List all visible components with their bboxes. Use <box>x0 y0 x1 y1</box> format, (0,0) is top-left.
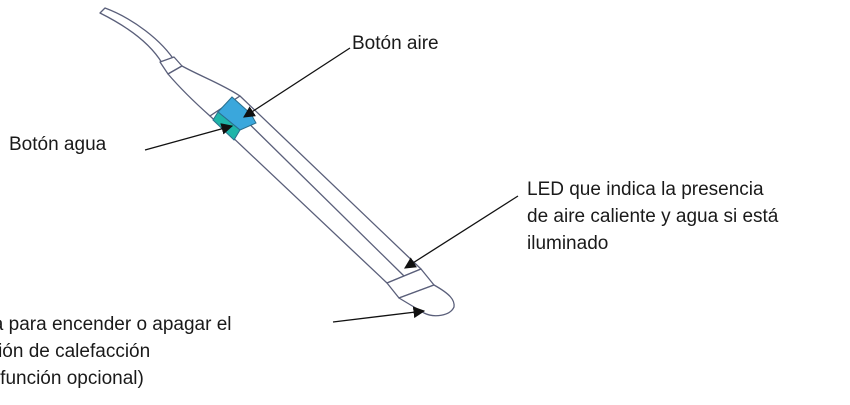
syringe-handpiece <box>99 7 455 317</box>
air-button-label: Botón aire <box>352 33 439 54</box>
air-button-arrow <box>243 47 351 118</box>
led-label: LED que indica la presencia de aire cali… <box>527 176 778 257</box>
water-button-arrow <box>144 123 234 151</box>
led-arrow <box>404 195 519 269</box>
switch-label-line: nción de calefacción <box>0 341 151 362</box>
led-label-line: de aire caliente y agua si está <box>527 206 779 227</box>
callouts <box>144 47 519 323</box>
switch-label-line: a (función opcional) <box>0 368 144 389</box>
water-button-label: Botón agua <box>9 134 107 155</box>
switch-label-line: ela para encender o apagar el <box>0 314 232 335</box>
led-label-line: iluminado <box>527 233 609 254</box>
body-seam-line <box>228 103 405 277</box>
led-label-line: LED que indica la presencia <box>527 179 764 200</box>
switch-label: ela para encender o apagar el nción de c… <box>0 311 232 392</box>
end-cap <box>398 284 455 317</box>
switch-arrow <box>332 306 426 323</box>
nozzle-tip <box>99 7 177 69</box>
